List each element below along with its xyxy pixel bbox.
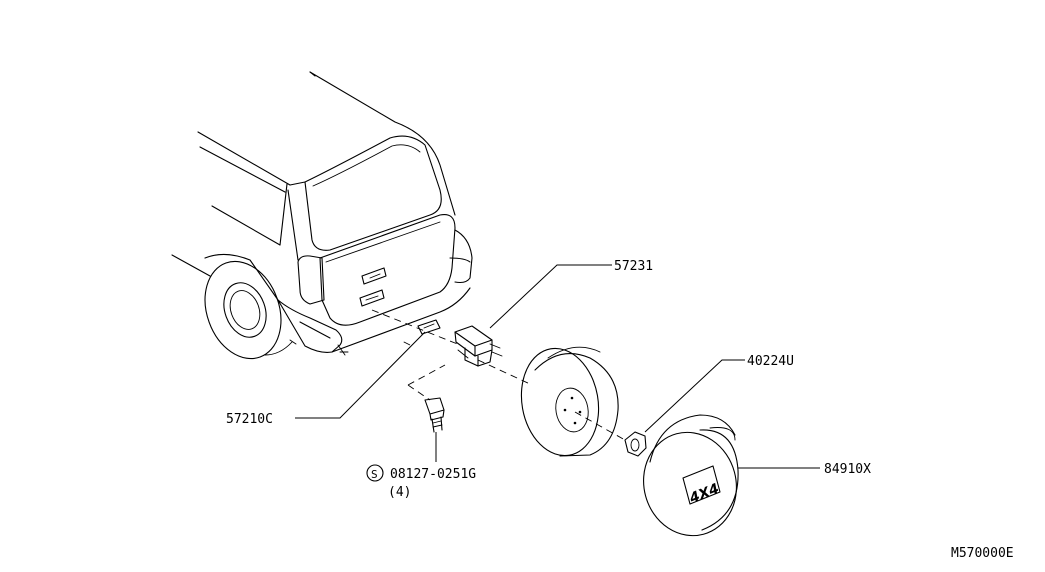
bracket-57210c-illustration — [417, 319, 441, 335]
standard-part-symbol: S — [371, 468, 378, 481]
spare-tire-illustration — [520, 346, 619, 457]
label-57231: 57231 — [614, 259, 653, 274]
leader-lines — [295, 264, 820, 469]
bolt-08127-0251g-illustration — [424, 397, 445, 433]
label-84910x: 84910X — [824, 462, 871, 477]
vehicle-rear-illustration — [171, 71, 473, 360]
assembly-guide-lines — [371, 309, 626, 441]
cover-marking-text: 4X4 — [686, 481, 721, 508]
label-bolt-qty: (4) — [388, 485, 411, 500]
diagram-code: M570000E — [951, 546, 1014, 561]
label-57210c: 57210C — [226, 412, 273, 427]
label-40224u: 40224U — [747, 354, 794, 369]
standard-part-symbol-icon — [366, 464, 384, 482]
nut-40224u-illustration — [624, 431, 647, 457]
carrier-57231-illustration — [454, 325, 503, 367]
label-08127-0251g: 08127-0251G — [390, 467, 476, 482]
bolt-label-group: S 08127-0251G (4) — [366, 464, 476, 500]
tire-cover-84910x-illustration: 4X4 — [643, 414, 739, 537]
